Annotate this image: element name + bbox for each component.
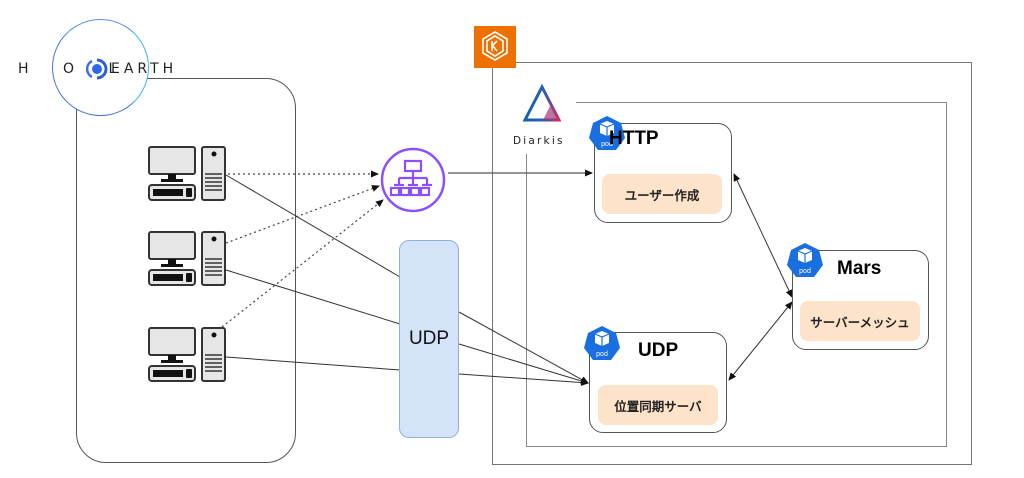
connection-udpbar-udppod-3 xyxy=(458,373,589,387)
load-balancer-icon[interactable] xyxy=(379,146,447,214)
desktop-computer-icon[interactable] xyxy=(148,146,228,202)
holoearth-logo-icon xyxy=(86,58,108,80)
connection-pc2-lb xyxy=(225,185,380,244)
http-pod-label: ユーザー作成 xyxy=(602,174,722,214)
diarkis-boundary xyxy=(526,102,947,447)
mars-pod-title: Mars xyxy=(837,258,882,279)
pod-icon: pod xyxy=(589,116,625,150)
mars-pod-label: サーバーメッシュ xyxy=(800,301,920,341)
udp-pod-label: 位置同期サーバ xyxy=(598,385,718,425)
connection-udpbar-udppod-2 xyxy=(458,343,589,385)
pod-icon: pod xyxy=(787,243,823,277)
connection-pc3-lb xyxy=(221,199,384,328)
udp-channel: UDP xyxy=(399,240,459,438)
udp-channel-label: UDP xyxy=(408,328,450,349)
client-area xyxy=(76,78,296,463)
pod-icon-text: pod xyxy=(799,268,811,275)
connection-http-mars xyxy=(733,173,793,298)
connection-pc1-udpbar xyxy=(225,174,401,278)
brand-text-right: EARTH xyxy=(111,61,178,77)
udp-pod-title: UDP xyxy=(638,340,679,361)
connection-udp-mars xyxy=(728,301,793,381)
pod-icon-text: pod xyxy=(596,351,608,358)
pod-icon: pod xyxy=(584,326,620,360)
eks-cluster-boundary xyxy=(492,62,972,465)
desktop-computer-icon[interactable] xyxy=(148,327,228,383)
desktop-computer-icon[interactable] xyxy=(148,231,228,287)
connection-udpbar-udppod-1 xyxy=(458,311,589,384)
brand-text-left: H O L xyxy=(18,61,132,77)
diarkis-logo-icon xyxy=(522,83,562,122)
connection-pc3-udpbar xyxy=(225,356,401,371)
http-pod-title: HTTP xyxy=(609,128,659,149)
connection-pc2-udpbar xyxy=(225,269,401,325)
eks-kubernetes-icon xyxy=(474,26,516,68)
diarkis-logo-area xyxy=(512,82,576,154)
pod-icon-text: pod xyxy=(601,141,613,148)
diarkis-label: Diarkis xyxy=(513,135,565,147)
